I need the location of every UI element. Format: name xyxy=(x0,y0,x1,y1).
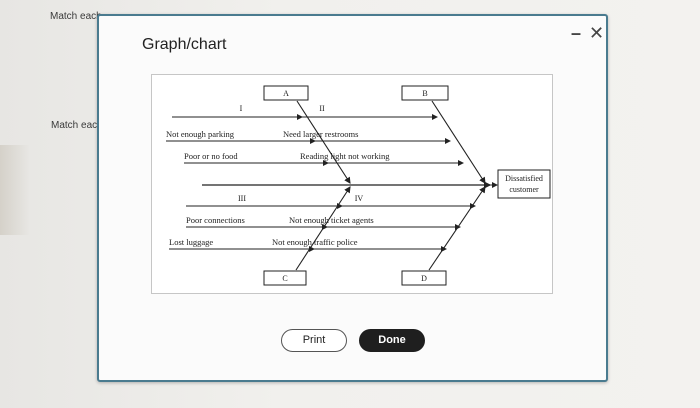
effect-line2: customer xyxy=(509,185,539,194)
branch-iv-label: IV xyxy=(355,194,364,203)
background-label-mid: Match each xyxy=(51,120,103,131)
cause-ii-1: Need larger restrooms xyxy=(283,129,358,139)
branch-ii-label: II xyxy=(319,104,325,113)
cause-iv-2: Not enough traffic police xyxy=(272,237,358,247)
effect-line1: Dissatisfied xyxy=(505,174,543,183)
box-b xyxy=(401,85,449,101)
box-d xyxy=(401,270,447,286)
box-c xyxy=(263,270,307,286)
fishbone-svg: A B C D I Not enough parking Poor or no … xyxy=(166,85,551,286)
cause-i-1: Not enough parking xyxy=(166,129,235,139)
background-label-top: Match each xyxy=(50,11,102,22)
done-button[interactable]: Done xyxy=(359,329,425,352)
box-a xyxy=(263,85,309,101)
cause-iii-1: Poor connections xyxy=(186,215,245,225)
box-c-label: C xyxy=(282,274,287,283)
close-icon[interactable]: ✕ xyxy=(589,23,605,43)
print-button[interactable]: Print xyxy=(281,329,347,352)
box-a-label: A xyxy=(283,89,289,98)
cause-iv-1: Not enough ticket agents xyxy=(289,215,374,225)
cause-iii-2: Lost luggage xyxy=(169,237,213,247)
graph-dialog: Graph/chart – ✕ A B C D xyxy=(97,14,608,382)
background-shade xyxy=(0,145,30,235)
bone-d xyxy=(428,186,486,271)
branch-i-label: I xyxy=(240,104,243,113)
cause-i-2: Poor or no food xyxy=(184,151,238,161)
effect-box xyxy=(497,169,551,199)
box-d-label: D xyxy=(421,274,427,283)
bone-a xyxy=(296,100,351,184)
bone-c xyxy=(295,186,351,271)
fishbone-diagram: A B C D I Not enough parking Poor or no … xyxy=(151,74,553,294)
minimize-icon[interactable]: – xyxy=(571,23,582,43)
branch-iii-label: III xyxy=(238,194,246,203)
cause-ii-2: Reading light not working xyxy=(300,151,390,161)
box-b-label: B xyxy=(422,89,427,98)
dialog-title: Graph/chart xyxy=(142,36,227,53)
bone-b xyxy=(431,100,486,184)
